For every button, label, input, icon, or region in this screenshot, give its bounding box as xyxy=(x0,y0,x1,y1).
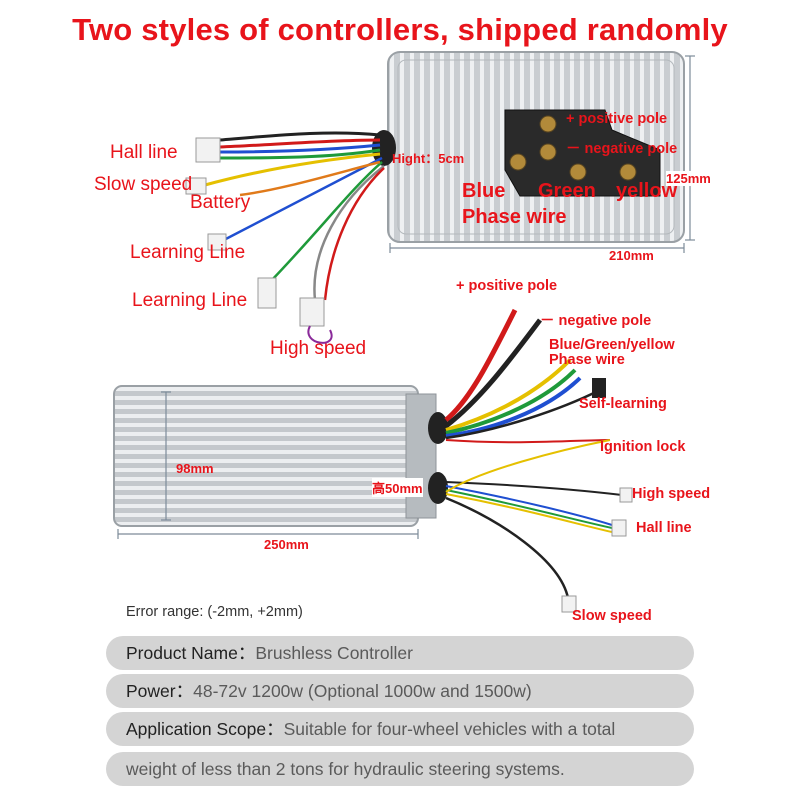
spec-label: Application Scope： xyxy=(126,719,284,739)
label-ignition-lock: Ignition lock xyxy=(600,439,686,455)
spec-bar-application-scope: Application Scope：Suitable for four-whee… xyxy=(106,712,694,746)
label-phase-wire-top: Phase wire xyxy=(462,206,567,228)
label-learning-line-2: Learning Line xyxy=(132,290,248,311)
label-blue: Blue xyxy=(462,180,506,202)
spec-value: weight of less than 2 tons for hydraulic… xyxy=(126,759,565,779)
label-width-dim-bottom: 98mm xyxy=(176,461,214,476)
label-negative-pole-bottom: － negative pole xyxy=(540,313,652,329)
label-high-speed-top: High speed xyxy=(270,338,367,359)
label-width-dim-top: 210mm xyxy=(609,248,654,263)
spec-value: Suitable for four-wheel vehicles with a … xyxy=(283,719,616,739)
label-self-learning: Self-learning xyxy=(579,396,667,412)
label-phase-wire-colors: Blue/Green/yellow xyxy=(549,337,675,353)
label-slow-speed-top: Slow speed xyxy=(94,174,193,195)
spec-label: Product Name： xyxy=(126,643,256,663)
spec-bar-power: Power：48-72v 1200w (Optional 1000w and 1… xyxy=(106,674,694,708)
page-title: Two styles of controllers, shipped rando… xyxy=(72,12,728,47)
label-height-dim: 高50mm xyxy=(372,478,423,497)
spec-label: Power： xyxy=(126,681,194,701)
label-learning-line-1: Learning Line xyxy=(130,242,246,263)
label-battery: Battery xyxy=(190,192,251,213)
terminal-block xyxy=(504,109,661,197)
label-depth-dim: 125mm xyxy=(666,171,711,186)
label-negative-pole-top: － negative pole xyxy=(566,141,678,157)
spec-bar-product-name: Product Name：Brushless Controller xyxy=(106,636,694,670)
spec-bar-application-scope-cont: weight of less than 2 tons for hydraulic… xyxy=(106,752,694,786)
label-height: Hight：5cm xyxy=(392,151,465,166)
label-positive-pole-bottom: + positive pole xyxy=(456,278,558,294)
label-green: Green xyxy=(538,180,596,202)
label-positive-pole-top: + positive pole xyxy=(566,111,668,127)
top-controller-image xyxy=(185,51,695,344)
error-range-note: Error range: (-2mm, +2mm) xyxy=(126,604,303,620)
label-yellow: yellow xyxy=(616,180,678,202)
spec-value: Brushless Controller xyxy=(255,643,413,663)
bottom-controller-image xyxy=(113,308,633,613)
spec-value: 48-72v 1200w (Optional 1000w and 1500w) xyxy=(193,681,532,701)
label-hall-line-top: Hall line xyxy=(110,142,178,163)
label-hall-line-bottom: Hall line xyxy=(636,520,692,536)
label-slow-speed-bottom: Slow speed xyxy=(572,608,652,624)
label-phase-wire-bottom: Phase wire xyxy=(549,352,625,368)
label-high-speed-bottom: High speed xyxy=(632,486,711,502)
label-length-dim: 250mm xyxy=(264,537,309,552)
